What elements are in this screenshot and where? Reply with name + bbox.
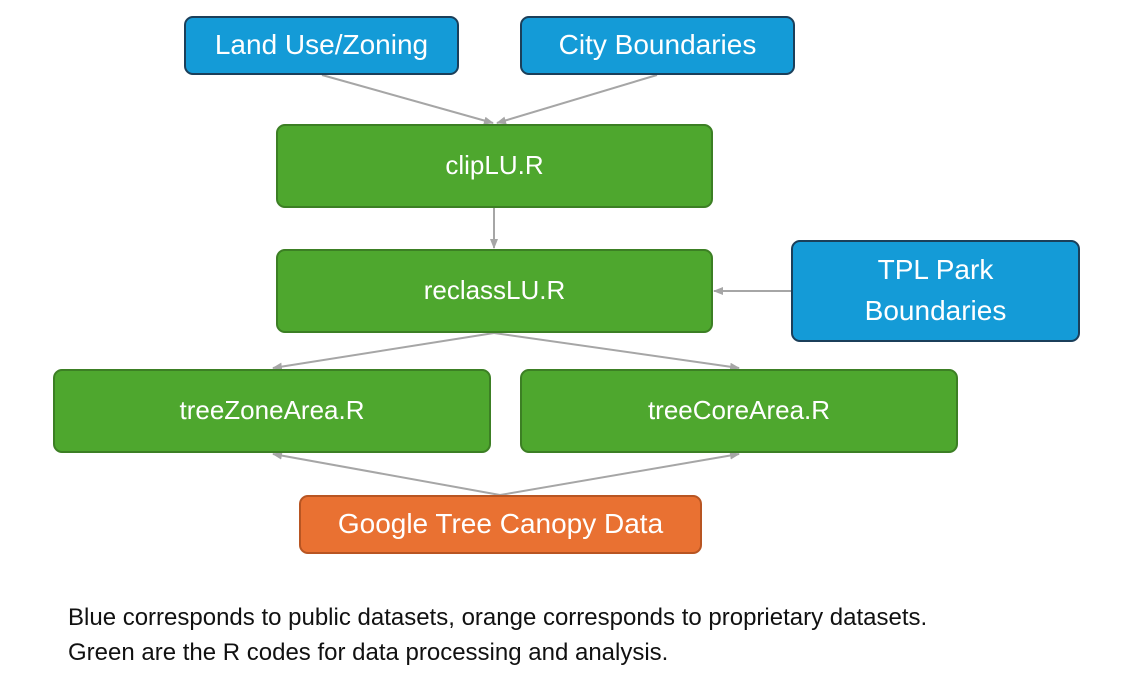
clip-lu-label: clipLU.R	[445, 150, 544, 181]
reclass-lu-label: reclassLU.R	[423, 275, 566, 306]
google-tree-canopy-label: Google Tree Canopy Data	[337, 508, 664, 540]
reclass-lu-node: reclassLU.R	[276, 249, 713, 333]
land-use-zoning-label: Land Use/Zoning	[214, 29, 429, 61]
tree-core-area-label: treeCoreArea.R	[647, 395, 831, 426]
tree-zone-area-label: treeZoneArea.R	[179, 395, 365, 426]
arrow-city-to-clip	[496, 74, 658, 125]
tree-zone-area-node: treeZoneArea.R	[53, 369, 491, 453]
caption-line-1: Blue corresponds to public datasets, ora…	[68, 604, 928, 631]
legend-caption: Blue corresponds to public datasets, ora…	[68, 600, 1108, 670]
caption-line-2: Green are the R codes for data processin…	[68, 639, 669, 666]
city-boundaries-label: City Boundaries	[558, 29, 757, 61]
tpl-park-label-line2: Boundaries	[864, 295, 1007, 326]
tpl-park-label-line1: TPL Park	[877, 254, 994, 286]
arrow-reclass-to-core	[493, 332, 740, 371]
google-tree-canopy-node: Google Tree Canopy Data	[299, 495, 702, 554]
tpl-park-boundaries-node: TPL Park Boundaries	[791, 240, 1080, 342]
arrow-google-to-zone	[272, 451, 501, 496]
clip-lu-node: clipLU.R	[276, 124, 713, 208]
tree-core-area-node: treeCoreArea.R	[520, 369, 958, 453]
arrow-reclass-to-zone	[272, 332, 495, 371]
land-use-zoning-node: Land Use/Zoning	[184, 16, 459, 75]
arrow-google-to-core	[499, 451, 740, 496]
city-boundaries-node: City Boundaries	[520, 16, 795, 75]
arrow-landuse-to-clip	[321, 74, 494, 125]
